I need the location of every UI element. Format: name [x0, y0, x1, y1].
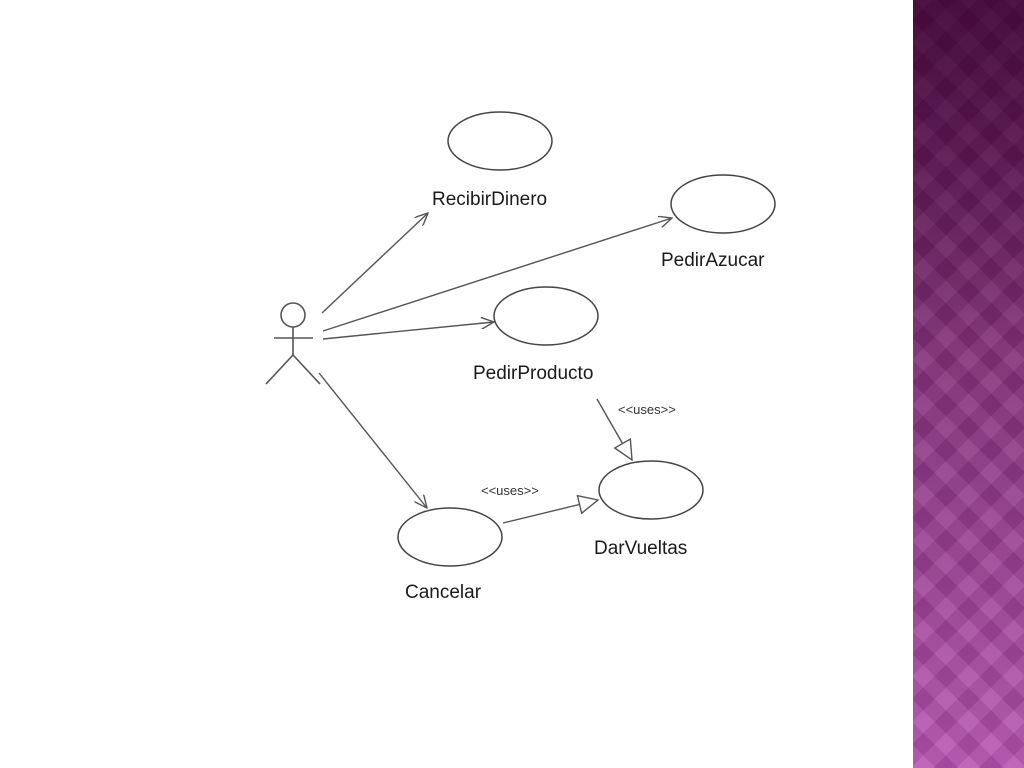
use-case-dar-vueltas — [598, 460, 704, 520]
label-cancelar: Cancelar — [405, 582, 482, 603]
associations — [318, 213, 672, 508]
uses-stereotype-lower: <<uses>> — [481, 483, 539, 498]
use-case-cancelar — [397, 507, 503, 567]
actor-left-leg — [265, 354, 294, 385]
association-recibir-dinero — [321, 213, 428, 314]
use-case-recibir-dinero — [447, 111, 553, 171]
use-case-pedir-producto — [493, 286, 599, 346]
label-recibir-dinero: RecibirDinero — [432, 189, 547, 210]
actor-stick-figure — [265, 302, 321, 385]
decorative-side-band — [913, 0, 1024, 768]
association-pedir-producto — [322, 322, 494, 340]
actor-head — [280, 302, 306, 328]
label-pedir-azucar: PedirAzucar — [661, 250, 765, 271]
uses-cancelar-to-dar-vueltas — [502, 500, 598, 524]
uses-pedir-producto-to-dar-vueltas — [596, 398, 632, 460]
label-pedir-producto: PedirProducto — [473, 363, 593, 384]
label-dar-vueltas: DarVueltas — [594, 538, 687, 559]
use-case-pedir-azucar — [670, 174, 776, 234]
association-pedir-azucar — [322, 218, 672, 332]
use-case-ellipses — [397, 111, 776, 567]
actor-right-leg — [292, 354, 321, 385]
use-case-diagram: <<uses>> <<uses>> RecibirDinero PedirAzu… — [265, 111, 776, 603]
uses-relationships — [502, 398, 632, 524]
uses-stereotype-upper: <<uses>> — [618, 402, 676, 417]
association-cancelar — [318, 372, 427, 508]
